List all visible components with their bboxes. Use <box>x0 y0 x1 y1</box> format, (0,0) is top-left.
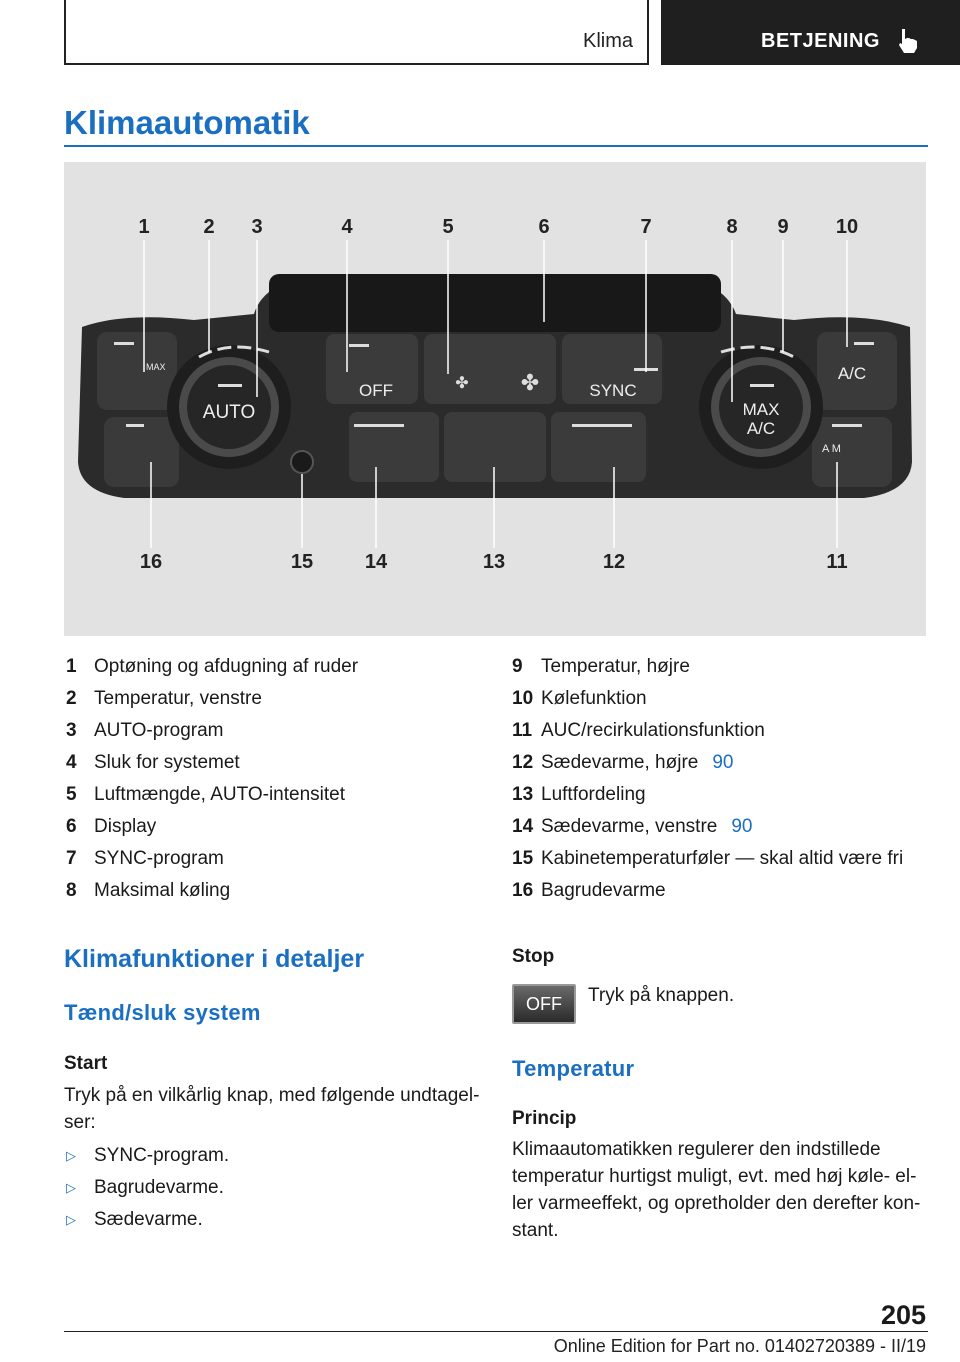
page-reference-link[interactable]: 90 <box>731 816 753 837</box>
callout-2: 2 <box>203 216 214 238</box>
climate-panel-figure: AUTO OFF SYNC MAX A/C A/C MAX A M ✤ ✤ <box>64 162 926 636</box>
footer-rule <box>64 1331 928 1332</box>
exception-list: ▷SYNC-program. ▷Bagrudevarme. ▷Sædevarme… <box>66 1140 229 1236</box>
panel-ac-label: A/C <box>838 364 866 383</box>
panel-am-label: A M <box>822 443 841 455</box>
callout-16: 16 <box>140 551 162 573</box>
panel-max-ac-label: A/C <box>747 419 775 438</box>
callout-6: 6 <box>538 216 549 238</box>
section-heading: Klimafunktioner i detaljer <box>64 945 365 973</box>
list-item: ▷SYNC-program. <box>66 1145 230 1166</box>
page-title: Klimaautomatik <box>64 104 310 141</box>
callout-12: 12 <box>603 551 625 573</box>
start-text: Tryk på en vilkårlig knap, med følgende … <box>64 1085 480 1133</box>
title-rule <box>64 145 928 147</box>
panel-max-label: MAX <box>743 400 780 419</box>
callout-4: 4 <box>341 216 353 238</box>
callout-15: 15 <box>291 551 313 573</box>
list-item: ▷Bagrudevarme. <box>66 1177 224 1198</box>
callout-14: 14 <box>365 551 388 573</box>
callout-3: 3 <box>251 216 262 238</box>
panel-off-label: OFF <box>359 381 393 400</box>
panel-sync-label: SYNC <box>589 381 636 400</box>
callout-9: 9 <box>777 216 788 238</box>
off-button-illustration: OFF <box>512 984 576 1024</box>
page-number: 205 <box>880 1300 926 1330</box>
callout-10: 10 <box>836 216 858 238</box>
header-section-label: Klima <box>582 30 633 52</box>
list-item: ▷Sædevarme. <box>66 1209 203 1230</box>
callout-11: 11 <box>826 551 847 573</box>
princip-label: Princip <box>512 1108 577 1129</box>
svg-text:✤: ✤ <box>455 373 468 392</box>
start-label: Start <box>64 1053 108 1074</box>
callout-1: 1 <box>138 216 149 238</box>
callout-7: 7 <box>640 216 651 238</box>
princip-text: Klimaautomatikken regulerer den indstill… <box>512 1139 921 1241</box>
stop-text: Tryk på knappen. <box>588 985 735 1006</box>
pointing-hand-icon <box>899 29 917 53</box>
header-chapter-tab: BETJENING <box>661 0 960 65</box>
climate-panel-illustration: AUTO OFF SYNC MAX A/C A/C MAX A M ✤ ✤ <box>78 216 912 573</box>
callout-8: 8 <box>726 216 737 238</box>
panel-max-small-label: MAX <box>146 362 166 372</box>
header-section-tab: Klima <box>64 0 649 65</box>
callout-13: 13 <box>483 551 505 573</box>
svg-text:✤: ✤ <box>521 371 539 396</box>
page-reference-link[interactable]: 90 <box>712 752 734 773</box>
subheading-on-off: Tænd/sluk system <box>64 1000 261 1025</box>
subheading-temperature: Temperatur <box>512 1056 635 1081</box>
header-chapter-label: BETJENING <box>761 30 880 52</box>
stop-label: Stop <box>512 946 555 967</box>
callout-5: 5 <box>442 216 453 238</box>
footer-edition: Online Edition for Part no. 01402720389 … <box>553 1336 926 1356</box>
panel-auto-label: AUTO <box>203 402 255 423</box>
